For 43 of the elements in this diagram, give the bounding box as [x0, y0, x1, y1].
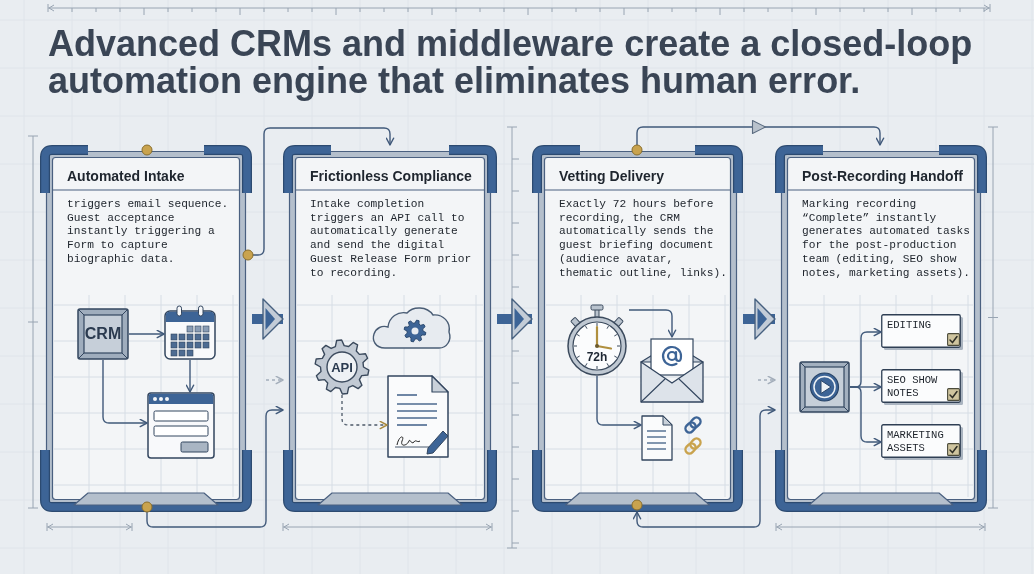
step-panel [40, 145, 252, 512]
arrow [146, 405, 284, 528]
arrow [632, 405, 776, 528]
email-envelope-icon [640, 337, 704, 403]
arrow [102, 359, 148, 428]
task-label: MARKETING ASSETS [887, 429, 945, 455]
step-panel [283, 145, 497, 512]
flow-arrow [743, 298, 776, 340]
arrow [251, 127, 395, 256]
api-gear: API [314, 339, 370, 395]
arrow [128, 329, 165, 339]
panel-heading: Post-Recording Handoff [802, 167, 963, 186]
flow-arrow [252, 298, 284, 340]
panel-heading: Vetting Delivery [559, 167, 665, 186]
form-window-icon [147, 392, 215, 459]
panel-description: Intake completion triggers an API call to automatically generate and send the digital Guest Release Form prior to recording. [310, 198, 473, 281]
document-icon [641, 415, 673, 461]
panel-description: Marking recording “Complete” instantly generates automated tasks for the post-production team (editing, SEO show notes, marketing assets). [802, 198, 971, 281]
arrow [849, 386, 882, 447]
arrow [628, 309, 677, 338]
panel-description: triggers email sequence. Guest acceptance instantly triggering a Form to capture biographic data. [67, 198, 230, 267]
crm-box: CRM [77, 308, 129, 360]
play-button-icon [799, 361, 850, 413]
arrow [185, 359, 195, 393]
task-card [881, 369, 963, 405]
task-label: EDITING [887, 319, 933, 332]
dashed-arrow [265, 375, 284, 385]
title: Advanced CRMs and middleware create a closed-loop automation engine that eliminates human error. [48, 25, 974, 99]
panel-heading: Automated Intake [67, 167, 185, 186]
task-label: SEO SHOW NOTES [887, 374, 939, 400]
task-card [881, 314, 963, 350]
flow-arrow [497, 298, 533, 340]
panel-description: Exactly 72 hours before recording, the CRM automatically sends the guest briefing document (audience avatar, thematic outline, links). [559, 198, 728, 281]
dashed-arrow [341, 394, 388, 430]
step-panel [532, 145, 743, 512]
dashed-arrow [757, 375, 776, 385]
signed-document-icon [387, 375, 450, 458]
task-card [881, 424, 963, 460]
step-panel [775, 145, 987, 512]
arrow [596, 375, 642, 430]
panel-heading: Frictionless Compliance [310, 167, 472, 186]
arrow [636, 126, 885, 146]
calendar-icon [164, 305, 216, 360]
